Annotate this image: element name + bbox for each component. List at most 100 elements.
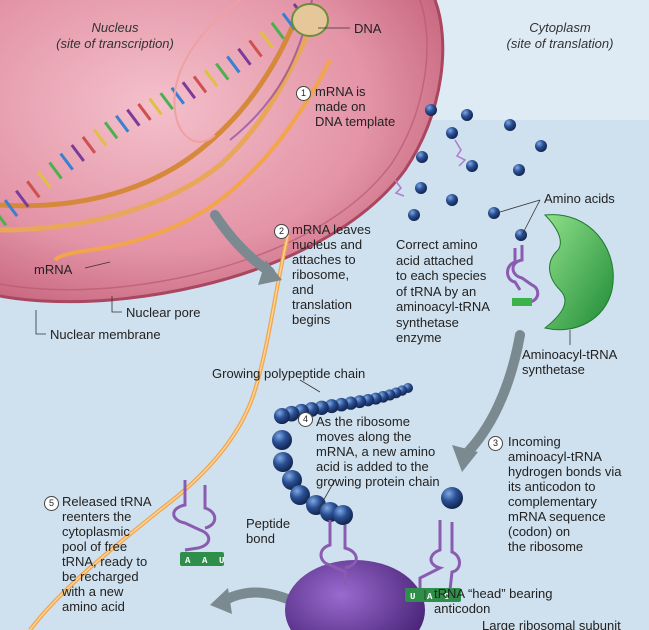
correct-amino-line: enzyme: [396, 330, 442, 345]
label-nuclear-pore: Nuclear pore: [126, 305, 201, 320]
dna-base-pair: [215, 62, 230, 81]
step-5-line: be recharged: [62, 569, 139, 584]
nucleus-title: Nucleus: [91, 20, 139, 35]
step-2-line: begins: [292, 312, 331, 327]
dna-base-pair: [259, 30, 274, 49]
step-3-line: mRNA sequence: [508, 509, 606, 524]
amino-acid: [416, 151, 428, 163]
amino-acid: [415, 182, 427, 194]
mrna-highlight: [29, 234, 289, 630]
correct-amino-line: acid attached: [396, 252, 474, 268]
arrow-synthetase-to-ribosome: [460, 330, 525, 460]
step-2-number: 2: [274, 224, 289, 239]
chain-amino-acid: [333, 505, 353, 525]
trna-on-ribosome-left: [319, 520, 358, 585]
anticodon-incoming-base: U: [410, 592, 415, 602]
peptide-bond-label-line: Peptide: [246, 516, 291, 531]
trna-head-label-line: anticodon: [434, 601, 491, 616]
amino-acid: [513, 164, 525, 176]
chain-amino-acid: [273, 452, 293, 472]
amino-acid: [515, 229, 527, 241]
amino-acid: [408, 209, 420, 221]
step-3-number: 3: [488, 436, 503, 451]
amino-acid: [446, 194, 458, 206]
step-3-line: Incoming: [508, 434, 561, 449]
amino-acid: [504, 119, 516, 131]
step-3-line: the ribosome: [508, 539, 584, 554]
cytoplasm-title: Cytoplasm: [529, 20, 591, 35]
dna-base-pair: [59, 152, 74, 171]
dna-base-pair: [203, 69, 219, 88]
amino-acid: [488, 207, 500, 219]
dna-base-pair: [148, 97, 163, 116]
arrow-to-ribosome-head: [258, 260, 282, 285]
dna-base-pair: [92, 128, 108, 147]
anticodon-released-base: A: [202, 556, 208, 566]
step-4-line: As the ribosome: [316, 414, 410, 429]
dna-base-pair: [270, 21, 285, 40]
correct-amino-line: aminoacyl-tRNA: [396, 299, 490, 314]
chain-amino-acid: [272, 430, 292, 450]
dna-base-pair: [103, 121, 119, 140]
synthetase-enzyme: [543, 214, 614, 331]
anticodon-released-base: A: [185, 556, 191, 566]
step-2-line: mRNA leaves: [292, 222, 371, 237]
dna-base-pair: [181, 81, 197, 100]
trna-on-ribosome-right: [405, 520, 461, 602]
step-1-line: mRNA is: [315, 84, 366, 99]
step-5-line: with a new: [62, 584, 124, 599]
dna-base-pair: [237, 47, 252, 66]
synthetase-label-line: Aminoacyl-tRNA: [522, 347, 618, 362]
step-4-line: acid is added to the: [316, 459, 429, 474]
dna-base-pair: [15, 189, 30, 208]
nuclear-membrane-outline: [0, 0, 445, 304]
dna-base-pair: [126, 108, 141, 127]
trna-head-label-line: tRNA “head” bearing: [434, 586, 553, 601]
amino-acid: [461, 109, 473, 121]
dna-base-pair: [0, 214, 8, 227]
incoming-amino-acid: [441, 487, 463, 509]
step-4-line: moves along the: [316, 429, 412, 444]
label-dna: DNA: [354, 21, 382, 36]
label-mrna: mRNA: [34, 262, 73, 277]
label-large-subunit: Large ribosomal subunit: [482, 618, 621, 630]
released-trna: [172, 480, 224, 566]
step-4-number: 4: [298, 412, 313, 427]
step-5-line: tRNA, ready to: [62, 554, 148, 569]
step-5-line: amino acid: [62, 599, 125, 614]
charged-trna: [506, 245, 540, 306]
step-3-line: aminoacyl-tRNA: [508, 449, 602, 464]
mrna-strand: [53, 59, 332, 262]
dna-base-pair: [81, 136, 97, 154]
dna-base-pair: [192, 75, 208, 94]
amino-acid: [466, 160, 478, 172]
peptide-bond-label-line: bond: [246, 531, 275, 546]
step-1-number: 1: [296, 86, 311, 101]
dna-loop: [173, 0, 241, 143]
dna-base-pair: [137, 103, 152, 121]
chain-amino-acid: [273, 408, 290, 425]
anticodon-incoming-base: C: [444, 592, 450, 602]
cytoplasm-subtitle: (site of translation): [506, 36, 614, 51]
chain-amino-acid: [282, 470, 302, 490]
large-ribosomal-subunit: [285, 560, 425, 630]
free-trna-1: [454, 139, 467, 167]
step-3-line: complementary: [508, 494, 597, 509]
nucleus-body: [0, 0, 443, 302]
step-2-line: translation: [292, 297, 352, 312]
step-2-line: and: [292, 282, 314, 297]
step-2-line: ribosome,: [292, 267, 350, 282]
dna-base-pair: [115, 114, 130, 133]
step-5-line: pool of free: [62, 539, 128, 554]
correct-amino-line: Correct amino: [396, 237, 478, 252]
